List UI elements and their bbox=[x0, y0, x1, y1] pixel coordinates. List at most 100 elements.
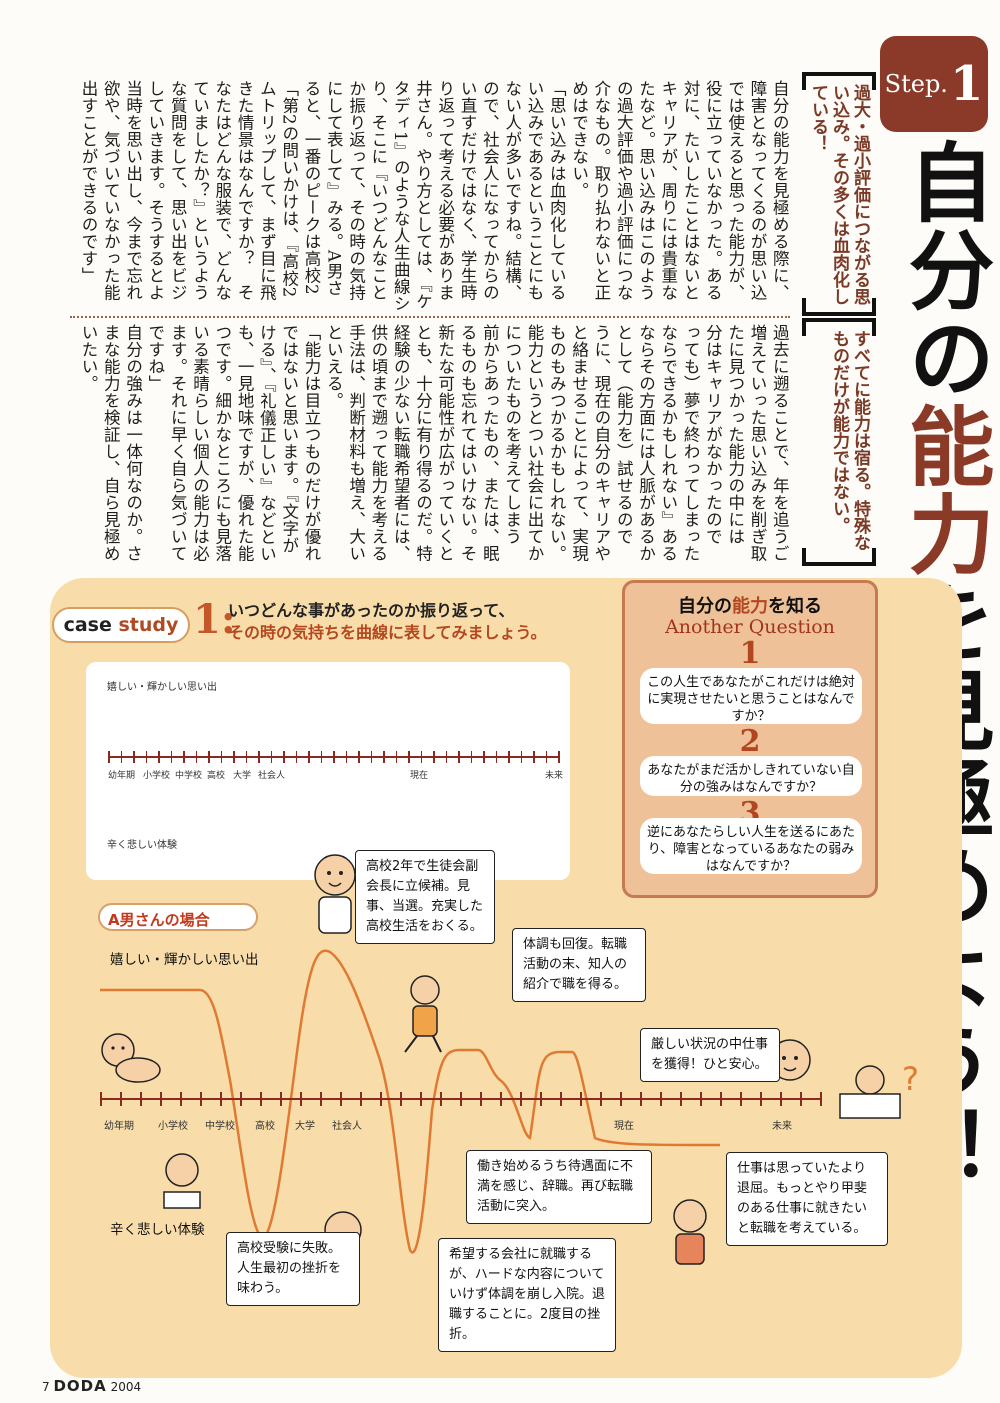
axis-tick bbox=[340, 1092, 342, 1106]
axis-tick bbox=[158, 751, 160, 763]
body-text-column: 役に立っていなかった。あるいはその反 bbox=[703, 80, 723, 301]
body-text-column: っても）夢で終わってしまったが、今な bbox=[681, 324, 701, 562]
body-text-column: ですね」 bbox=[145, 324, 165, 392]
axis-tick bbox=[720, 1092, 722, 1106]
stage-label: 現在 bbox=[614, 1121, 634, 1132]
case-study-title: いつどんな事があったのか振り返って、 その時の気持ちを曲線に表してみましょう。 bbox=[228, 600, 547, 644]
stage-label: 大学 bbox=[233, 771, 252, 781]
axis-tick bbox=[408, 751, 410, 763]
body-text-column: として（能力を）試せるのでは』というよ bbox=[614, 324, 634, 545]
body-text-column: 「思い込みは血肉化しているので、思 bbox=[547, 80, 567, 301]
example-top-label: 嬉しい・輝かしい思い出 bbox=[110, 952, 259, 968]
axis-tick bbox=[220, 1092, 222, 1106]
body-text-column: 井さん。やり方としては、『ケースス bbox=[413, 80, 433, 310]
axis-tick bbox=[245, 751, 247, 763]
axis-tick bbox=[560, 1092, 562, 1106]
body-text-column: キャリアが、周りには貴重なものだっ bbox=[658, 80, 678, 301]
body-text-column: ならその方面には人脈があるから、仕事 bbox=[636, 324, 656, 562]
speech-bubble: 希望する会社に就職するが、ハードな内容についていけず体調を崩し入院。退職すること… bbox=[438, 1238, 616, 1352]
axis-tick bbox=[540, 1092, 542, 1106]
body-text-column: きた情景はなんですか？ その時、あ bbox=[235, 80, 255, 301]
axis-tick bbox=[380, 1092, 382, 1106]
axis-tick bbox=[558, 751, 560, 763]
question-card: この人生であなたがこれだけは絶対に実現させたいと思うことはなんですか？ bbox=[640, 668, 862, 724]
body-text-column: していきます。そうするとよりリアルに bbox=[145, 80, 165, 301]
axis-tick bbox=[620, 1092, 622, 1106]
body-text-column: 新たな可能性が広がっていくというこ bbox=[435, 324, 455, 562]
body-text-column: の過大評価や過小評価につながる、厄 bbox=[614, 80, 634, 301]
axis-tick bbox=[420, 751, 422, 763]
body-text-column: たに見つかった能力の中には『当時の自 bbox=[725, 324, 745, 545]
stage-label: 小学校 bbox=[158, 1121, 188, 1132]
axis-tick bbox=[295, 751, 297, 763]
axis-tick bbox=[100, 1092, 102, 1106]
body-text-column: ける』、『礼儀正しい』などということ bbox=[257, 324, 277, 563]
sheet-top-label: 嬉しい・輝かしい思い出 bbox=[107, 682, 217, 693]
case-study-number: 1: bbox=[193, 596, 236, 643]
axis-tick bbox=[240, 1092, 242, 1106]
axis-tick bbox=[460, 1092, 462, 1106]
axis-tick bbox=[345, 751, 347, 763]
axis-tick bbox=[483, 751, 485, 763]
stage-label: 高校 bbox=[255, 1121, 275, 1132]
body-text-column: 当時を思い出し、今まで忘れていた意 bbox=[123, 80, 143, 301]
axis-tick bbox=[108, 751, 110, 763]
body-text-column: 手法は、判断材料も増え、大いに有効 bbox=[346, 324, 366, 562]
body-text-column: ます。それに早く自ら気づいて欲しい bbox=[168, 324, 188, 562]
axis-tick bbox=[780, 1092, 782, 1106]
stage-label: 幼年期 bbox=[108, 771, 136, 781]
body-text-column: 経験の少ない転職希望者には、この子 bbox=[391, 324, 411, 562]
axis-tick bbox=[760, 1092, 762, 1106]
question-card: あなたがまだ活かしきれていない自分の強みはなんですか？ bbox=[640, 756, 862, 796]
body-text-column: ると、一番のピークは高校2年。 bbox=[301, 80, 321, 295]
body-text-column: タディ1』のような人生曲線シートを作 bbox=[391, 80, 411, 312]
axis-tick bbox=[120, 751, 122, 763]
axis-tick bbox=[160, 1092, 162, 1106]
body-text-column: 出すことができるのです」 bbox=[78, 80, 98, 284]
sheet-bottom-label: 辛く悲しい体験 bbox=[107, 840, 177, 851]
stage-label: 小学校 bbox=[143, 771, 171, 781]
axis-tick bbox=[280, 1092, 282, 1106]
stage-label: 中学校 bbox=[205, 1121, 235, 1132]
speech-bubble: 厳しい状況の中仕事を獲得！ひと安心。 bbox=[640, 1028, 780, 1082]
body-text-column: 対に、たいしたことはないと思っていた bbox=[681, 80, 701, 301]
body-text-column: り、そこに『いつどんなことがあったの bbox=[368, 80, 388, 301]
stage-label: 高校 bbox=[207, 771, 226, 781]
axis-tick bbox=[700, 1092, 702, 1106]
axis-tick bbox=[308, 751, 310, 763]
axis-tick bbox=[640, 1092, 642, 1106]
speech-bubble: 高校2年で生徒会副会長に立候補。見事、当選。充実した高校生活をおくる。 bbox=[355, 850, 495, 944]
axis-tick bbox=[445, 751, 447, 763]
axis-tick bbox=[495, 751, 497, 763]
body-text-column: にして表して』みる。A男さんを例に取 bbox=[324, 80, 344, 297]
stage-label: 幼年期 bbox=[104, 1121, 134, 1132]
axis-tick bbox=[470, 751, 472, 763]
axis-tick bbox=[133, 751, 135, 763]
axis-tick bbox=[480, 1092, 482, 1106]
body-text-column: いたい。 bbox=[78, 324, 98, 392]
callout-2: すべてに能力は宿る。特殊なものだけが能力ではない。 bbox=[802, 318, 876, 566]
axis-tick bbox=[520, 751, 522, 763]
axis-tick bbox=[320, 1092, 322, 1106]
stage-label: 未来 bbox=[545, 771, 564, 781]
body-text-column: り返って考える必要があります」と浅 bbox=[435, 80, 455, 301]
body-text-column: も、一見地味ですが、優れた能力の一 bbox=[235, 324, 255, 562]
divider bbox=[70, 316, 790, 318]
body-text-column: とも、十分に有り得るのだ。特に社会 bbox=[413, 324, 433, 562]
axis-tick bbox=[660, 1092, 662, 1106]
body-text-column: ものもみつかるかもしれない。 bbox=[547, 324, 567, 562]
body-text-column: 能力というとつい社会に出てから身 bbox=[524, 324, 544, 562]
body-text-column: についたものを考えてしまうが、それ以 bbox=[502, 324, 522, 545]
axis-tick bbox=[533, 751, 535, 763]
another-question-title: 自分の能力を知る bbox=[678, 596, 822, 617]
axis-tick bbox=[180, 1092, 182, 1106]
axis-tick bbox=[200, 1092, 202, 1106]
body-text-column: るものも忘れてはいけない。その中から bbox=[458, 324, 478, 562]
axis-tick bbox=[183, 751, 185, 763]
body-text-column: なたはどんな服装で、どんな表情をし bbox=[212, 80, 232, 301]
speech-bubble: 体調も回復。転職活動の末、知人の紹介で職を得る。 bbox=[512, 928, 646, 1002]
body-text-column: 「第2の問いかけは、『高校2年にタイ bbox=[279, 80, 299, 298]
example-label: A男さんの場合 bbox=[108, 911, 210, 929]
axis-tick bbox=[208, 751, 210, 763]
speech-bubble: 仕事は思っていたより退屈。もっとやり甲斐のある仕事に就きたいと転職を考えている。 bbox=[726, 1152, 888, 1246]
